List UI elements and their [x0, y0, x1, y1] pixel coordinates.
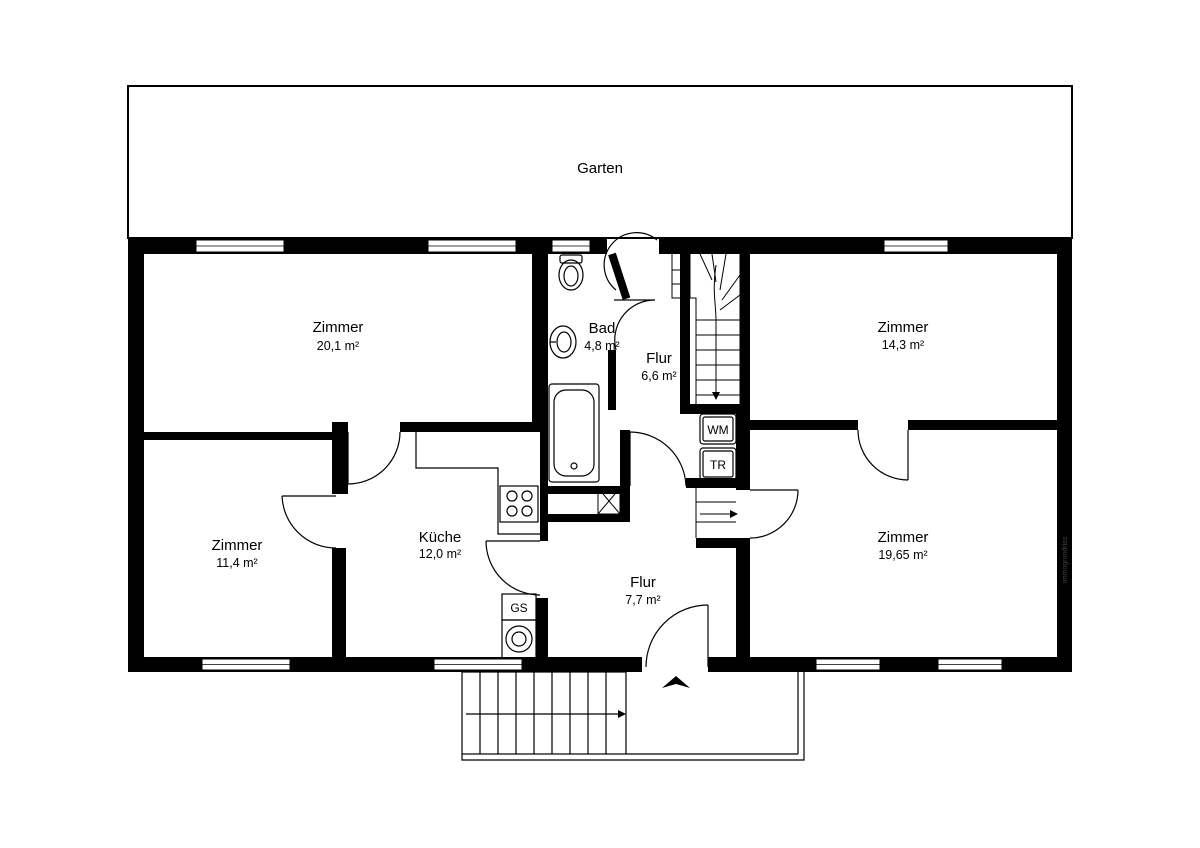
doors — [281, 232, 909, 668]
room-area-flur-lower: 7,7 m² — [625, 593, 660, 607]
dryer-label: TR — [710, 458, 726, 472]
kitchen-counter — [415, 432, 540, 535]
room-area-bad: 4,8 m² — [584, 339, 619, 353]
stairs-arrow-icon — [618, 710, 626, 718]
room-area-zimmer-top-left: 20,1 m² — [317, 339, 359, 353]
sink-icon — [549, 325, 577, 359]
staircase-small — [695, 488, 736, 538]
room-name-flur-upper: Flur — [646, 350, 672, 367]
shaft-icon — [597, 487, 621, 515]
exterior-stairs — [461, 671, 805, 761]
watermark: Immogrundriss — [1062, 536, 1069, 583]
exterior-walls — [128, 238, 1072, 672]
window-glazing — [196, 245, 1002, 665]
room-name-zimmer-left: Zimmer — [212, 537, 263, 554]
room-name-kueche: Küche — [419, 529, 462, 546]
washing-machine-label: WM — [707, 423, 728, 437]
room-name-bad: Bad — [589, 320, 616, 337]
dryer-icon — [699, 447, 737, 481]
room-area-zimmer-top-right: 14,3 m² — [882, 338, 924, 352]
room-area-flur-upper: 6,6 m² — [641, 369, 676, 383]
room-name-zimmer-top-left: Zimmer — [313, 319, 364, 336]
washing-machine-icon — [699, 413, 737, 445]
room-area-kueche: 12,0 m² — [419, 547, 461, 561]
interior-walls — [144, 252, 1058, 658]
toilet-icon — [558, 254, 584, 291]
stair-arrow-icon — [712, 392, 720, 400]
room-area-zimmer-left: 11,4 m² — [216, 556, 257, 570]
stair-small-arrow-icon — [730, 510, 738, 518]
bathtub-icon — [548, 383, 600, 483]
garden-label: Garten — [577, 160, 623, 177]
dishwasher-label: GS — [510, 601, 527, 615]
room-name-zimmer-right: Zimmer — [878, 529, 929, 546]
entrance-arrow-icon — [662, 676, 690, 688]
room-area-zimmer-right: 19,65 m² — [878, 548, 927, 562]
staircase-interior — [671, 253, 741, 404]
stove-icon — [506, 490, 533, 517]
room-name-zimmer-top-right: Zimmer — [878, 319, 929, 336]
dishwasher-icon — [501, 593, 537, 659]
room-name-flur-lower: Flur — [630, 574, 656, 591]
